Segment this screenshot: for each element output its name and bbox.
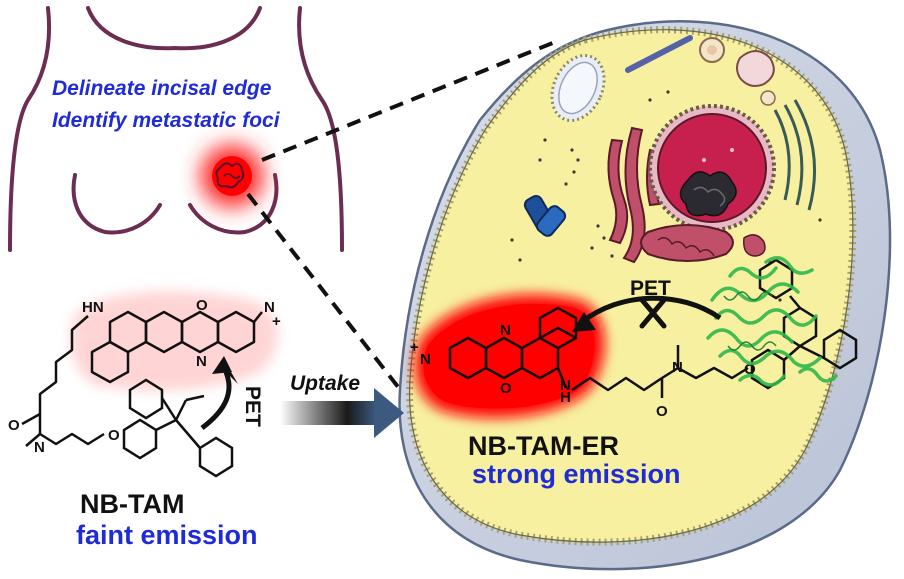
atom-n-amide-probe: N (34, 439, 45, 456)
linker-chain-probe (21, 315, 105, 447)
estrogen-receptor-protein (706, 256, 838, 387)
probe-name: NB-TAM (80, 489, 184, 519)
linker-chain-cell (571, 345, 749, 398)
complex-name: NB-TAM-ER (468, 431, 619, 461)
zoom-lines (246, 38, 561, 394)
uptake-arrow (280, 388, 404, 438)
pet-label-cell: PET (630, 277, 671, 300)
atom-plus-cell: + (410, 339, 419, 356)
uptake-label: Uptake (290, 372, 360, 395)
atom-n-cell: N (500, 322, 511, 339)
atom-o-carbonyl-cell: O (656, 403, 668, 420)
pet-label-probe: PET (241, 386, 264, 427)
nucleus (648, 104, 776, 232)
tamoxifen-moiety-probe (122, 378, 234, 478)
nile-blue-core-cell (448, 306, 578, 389)
mitochondrion (640, 224, 734, 262)
atom-hn-probe: HN (82, 299, 104, 316)
complex-state: strong emission (472, 459, 681, 489)
atom-nplus-cell: N (420, 351, 431, 368)
atom-h-cell: H (560, 389, 571, 406)
atom-n-probe: N (196, 353, 207, 370)
probe-state: faint emission (76, 520, 258, 550)
annotation-delineate: Delineate incisal edge (52, 77, 272, 100)
pet-arrow-probe (200, 371, 232, 430)
endoplasmic-reticulum (773, 99, 817, 211)
atom-o-probe: O (196, 297, 208, 314)
torso-outline (8, 6, 344, 252)
annotation-metastatic: Identify metastatic foci (52, 109, 281, 132)
tumor-glow (200, 144, 264, 208)
pet-arrow-blocked (580, 295, 722, 324)
nile-blue-core-probe (90, 310, 263, 384)
atom-nplus-probe: N (264, 299, 275, 316)
pet-arrowhead-cell (572, 312, 596, 332)
atom-n-cell-2: N (560, 377, 571, 394)
peroxisome (736, 50, 775, 87)
atom-o-carbonyl-probe: O (8, 417, 20, 434)
blocked-x-icon (639, 297, 667, 329)
atom-o-ether-probe: O (108, 427, 120, 444)
protein-helix-detail (723, 291, 777, 351)
cytoskeleton-rod (625, 35, 693, 73)
centriole (523, 194, 567, 237)
atom-n-amide-cell: N (672, 359, 683, 376)
atom-plus-probe: + (272, 313, 281, 330)
atom-o-cell: O (500, 380, 512, 397)
